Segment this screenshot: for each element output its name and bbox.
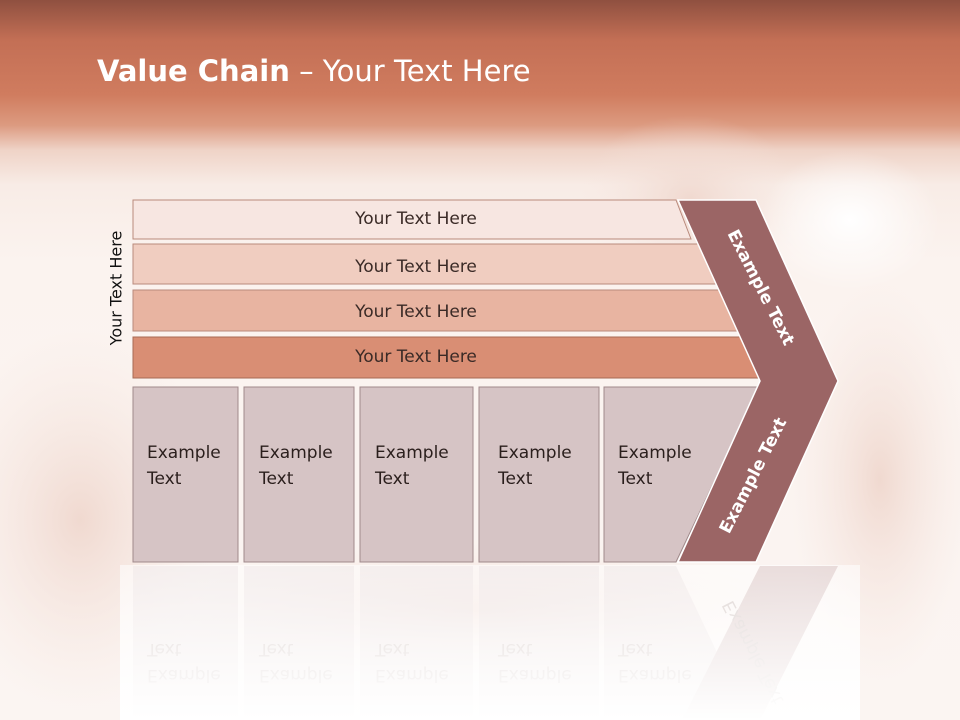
box-3[interactable] bbox=[359, 386, 474, 563]
flower-icon bbox=[760, 150, 940, 290]
box-4-line2: Text bbox=[497, 469, 533, 489]
box-3-line1: Example bbox=[375, 443, 449, 463]
box-2-line2: Text bbox=[258, 469, 294, 489]
chevron-arrow[interactable] bbox=[676, 199, 839, 563]
box-1-line2: Text bbox=[146, 469, 182, 489]
box-3-line2: Text bbox=[374, 469, 410, 489]
box-4[interactable] bbox=[478, 386, 600, 563]
box-2-line1: Example bbox=[259, 443, 333, 463]
box-1[interactable] bbox=[132, 386, 239, 563]
bar-2-label: Your Text Here bbox=[354, 257, 477, 277]
title-rest: – Your Text Here bbox=[289, 54, 531, 88]
bar-1[interactable] bbox=[132, 199, 692, 240]
box-5[interactable] bbox=[603, 386, 760, 563]
bar-3-label: Your Text Here bbox=[354, 302, 477, 322]
page-title: Value Chain – Your Text Here bbox=[97, 54, 531, 88]
box-4-line1: Example bbox=[498, 443, 572, 463]
bar-1-label: Your Text Here bbox=[354, 209, 477, 229]
box-1-line1: Example bbox=[147, 443, 221, 463]
bar-4-label: Your Text Here bbox=[354, 347, 477, 367]
reflection-fade bbox=[120, 565, 860, 720]
box-5-line2: Text bbox=[617, 469, 653, 489]
box-5-line1: Example bbox=[618, 443, 692, 463]
title-bold: Value Chain bbox=[97, 54, 290, 88]
box-2[interactable] bbox=[243, 386, 355, 563]
